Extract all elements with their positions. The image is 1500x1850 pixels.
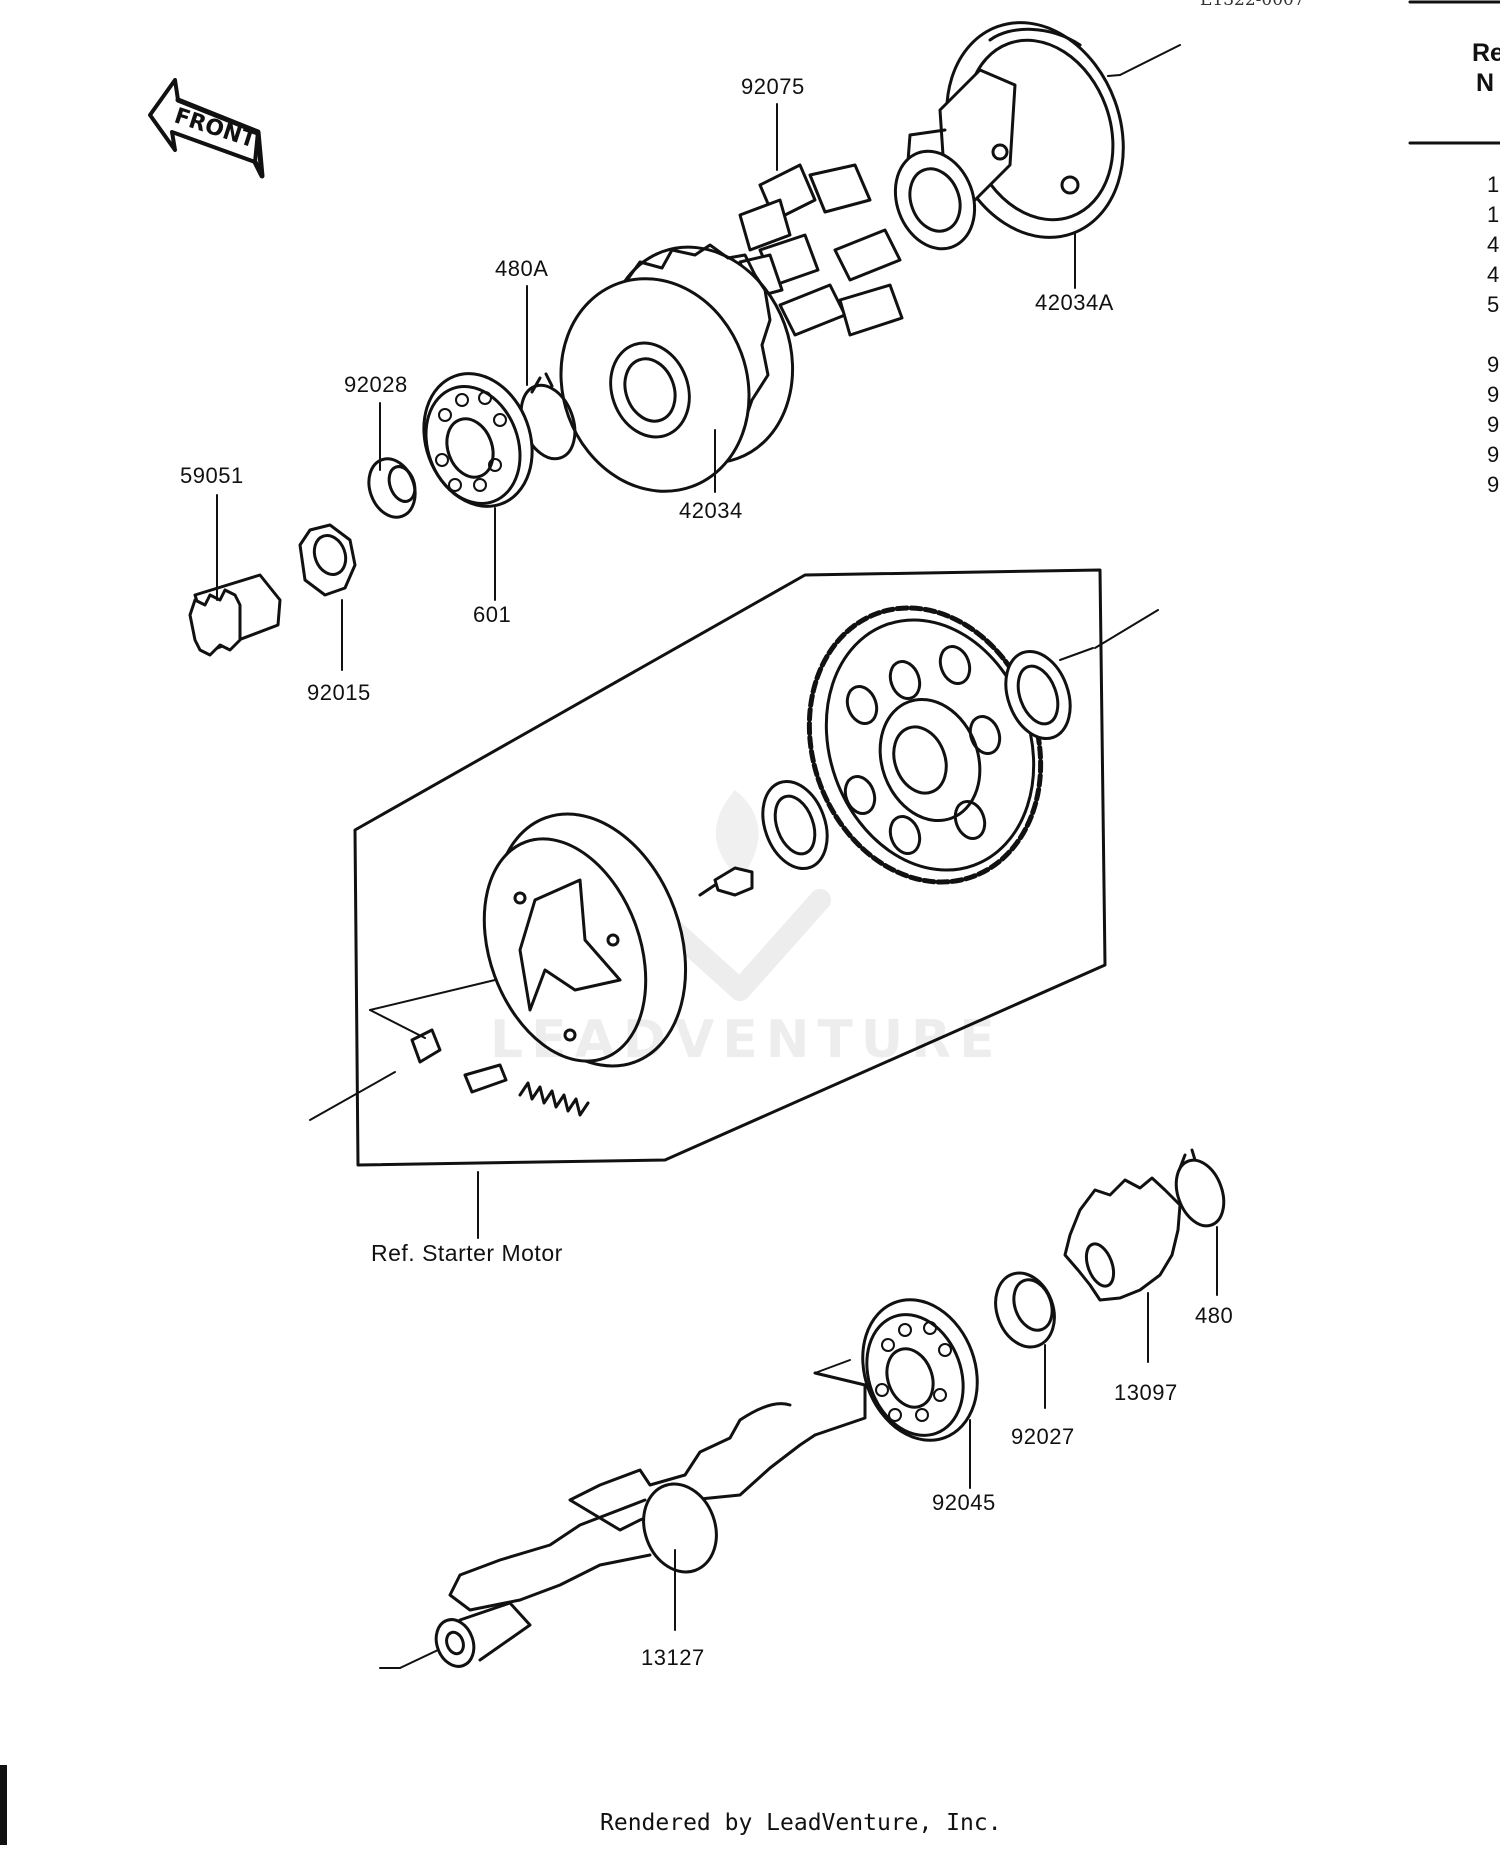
footer-rendered-by: Rendered by LeadVenture, Inc. — [600, 1810, 1002, 1836]
part-label-92015: 92015 — [307, 680, 371, 705]
part-washer-inner — [761, 779, 829, 871]
part-clutch-roller — [369, 979, 496, 1064]
ref-row: 9 — [1487, 442, 1500, 467]
ref-row: 9 — [1487, 472, 1500, 497]
part-clutch-housing — [482, 812, 688, 1068]
part-label-92027: 92027 — [1011, 1424, 1075, 1449]
part-washer-outer — [1004, 649, 1072, 741]
ref-column-header: Re N — [1472, 38, 1500, 98]
ref-row: 4 — [1487, 262, 1500, 287]
part-92028-collar — [367, 457, 417, 519]
part-small-bolt — [698, 866, 754, 897]
ref-row: 9 — [1487, 382, 1500, 407]
ref-header-line1: Re — [1472, 39, 1500, 67]
ref-row: 4 — [1487, 232, 1500, 257]
watermark-text: LEADVENTURE — [490, 1010, 1003, 1070]
part-label-601: 601 — [473, 602, 512, 627]
part-label-480: 480 — [1195, 1303, 1234, 1328]
ref-row: 1 — [1487, 172, 1500, 197]
ref-column-list: 1 1 4 4 5 9 9 9 9 9 — [1487, 172, 1499, 502]
part-label-92028: 92028 — [344, 372, 408, 397]
ref-row: 9 — [1487, 412, 1500, 437]
left-edge-bar — [0, 1765, 7, 1845]
part-13127-shaft — [379, 1359, 867, 1669]
part-92045-bearing — [861, 1298, 979, 1442]
part-480-circlip — [1174, 1148, 1226, 1228]
part-clutch-spring — [518, 1081, 590, 1117]
ref-header-line2: N — [1476, 69, 1495, 97]
part-label-480A: 480A — [495, 256, 549, 281]
part-label-59051: 59051 — [180, 463, 244, 488]
diagram-code: E1322-0007 — [1200, 0, 1305, 10]
part-label-13097: 13097 — [1114, 1380, 1178, 1405]
part-42034-gear — [559, 243, 795, 493]
ref-starter-motor-note: Ref. Starter Motor — [371, 1240, 563, 1266]
ref-row: 9 — [1487, 352, 1500, 377]
part-92015-nut — [298, 523, 357, 597]
part-601-bearing — [422, 372, 534, 508]
part-label-42034A: 42034A — [1035, 290, 1114, 315]
part-92075-rollers — [738, 163, 904, 337]
part-59051-pinion — [188, 573, 282, 657]
ref-row: 1 — [1487, 202, 1500, 227]
part-label-92075: 92075 — [741, 74, 805, 99]
part-13097-sprocket — [1063, 1176, 1182, 1302]
axis-line-upper — [1119, 44, 1181, 76]
leader-lines — [216, 103, 1218, 1631]
part-label-13127: 13127 — [641, 1645, 705, 1670]
front-arrow-icon: FRONT — [148, 78, 265, 179]
part-92027-collar — [994, 1271, 1056, 1349]
part-label-92045: 92045 — [932, 1490, 996, 1515]
ref-row: 5 — [1487, 292, 1500, 317]
part-label-42034: 42034 — [679, 498, 743, 523]
part-clutch-pin — [463, 1063, 508, 1094]
part-starter-sprocket — [806, 605, 1044, 885]
part-42034A-housing — [893, 21, 1125, 251]
starter-clutch-box — [353, 568, 1107, 1167]
